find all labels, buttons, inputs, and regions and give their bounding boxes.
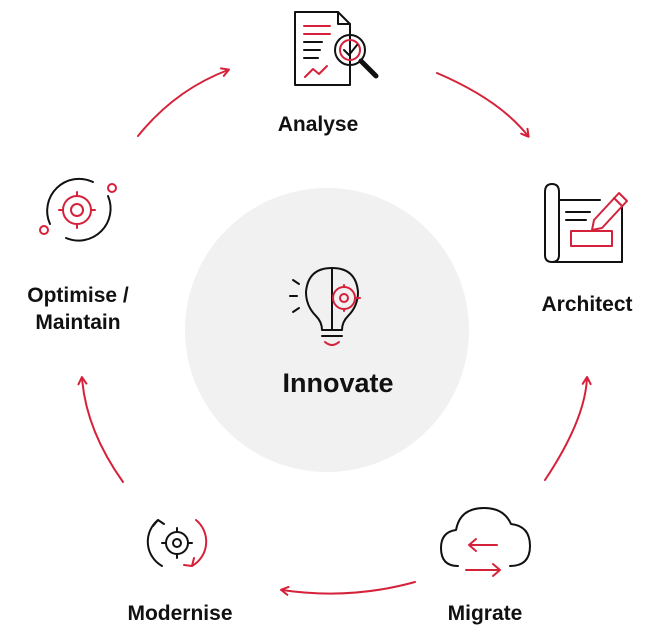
arrow-migrate-to-modernise (280, 581, 416, 596)
blueprint-pencil-icon (544, 183, 628, 263)
arrow-analyse-to-architect (436, 72, 530, 138)
step-label-analyse: Analyse (277, 113, 359, 136)
arrow-architect-to-migrate (544, 376, 592, 481)
lightbulb-gear-icon (289, 267, 361, 346)
step-label-migrate: Migrate (447, 602, 523, 625)
step-label-architect: Architect (541, 293, 633, 316)
orbit-gear-icon (39, 177, 117, 242)
arrow-optimise-to-analyse (137, 67, 230, 137)
document-magnifier-icon (294, 11, 379, 86)
refresh-gear-icon (146, 519, 208, 567)
step-label-line-1: Optimise / (27, 284, 129, 307)
center-label-innovate: Innovate (282, 368, 394, 398)
step-label-line-2: Maintain (35, 311, 121, 334)
cloud-transfer-icon (440, 507, 531, 577)
arrow-modernise-to-optimise (77, 376, 124, 483)
step-label-optimise-maintain: Optimise / Maintain (0, 282, 156, 336)
cycle-arrows (77, 67, 592, 596)
step-label-modernise: Modernise (127, 602, 233, 625)
